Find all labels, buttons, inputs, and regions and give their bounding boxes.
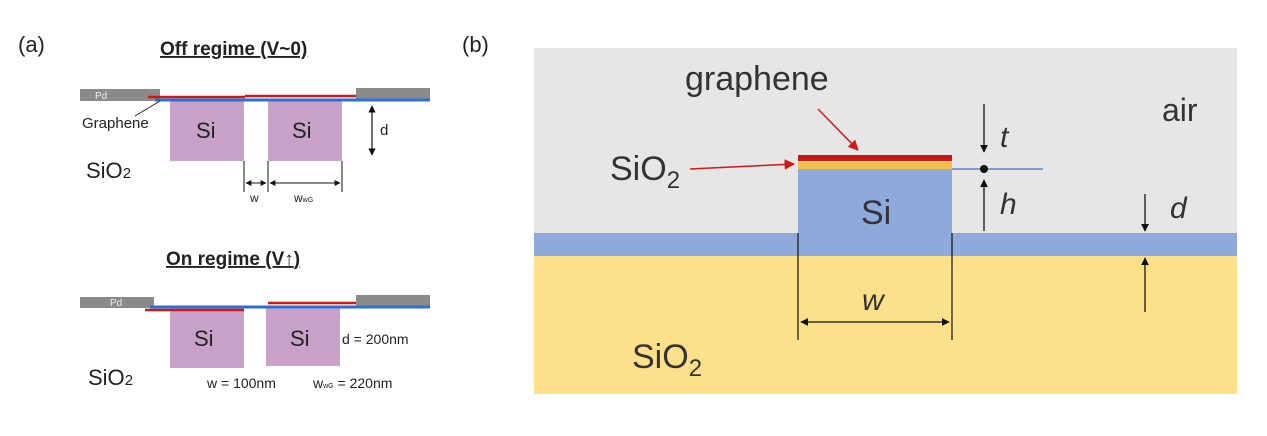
substrate-label: SiO2: [632, 338, 702, 382]
pd-left-label-on: Pd: [110, 298, 122, 309]
sio2-thin-layer: [798, 162, 952, 169]
graphene-pointer-b: [817, 108, 859, 151]
si-waveguide-right-on: [266, 306, 340, 366]
pd-left-contact: [80, 89, 160, 101]
d-label-b: d: [1170, 192, 1188, 225]
graphene-layer: [798, 155, 952, 161]
pd-right-contact: [356, 88, 430, 100]
on-regime-title: On regime (V↑): [166, 249, 300, 270]
air-label: air: [1162, 92, 1198, 128]
d-value-label: d = 200nm: [342, 331, 409, 347]
si-right-label-on: Si: [290, 326, 310, 351]
si-left-label-on: Si: [194, 326, 214, 351]
d-label: d: [380, 122, 388, 139]
si-left-label: Si: [196, 118, 216, 143]
reference-dot: [980, 165, 988, 173]
t-label: t: [1000, 121, 1010, 154]
sio2-label-b: SiO2: [610, 150, 680, 194]
w-label-b: w: [862, 284, 886, 317]
graphene-label: Graphene: [82, 115, 149, 132]
wwg-value-label: wwG = 220nm: [312, 375, 392, 391]
pd-right-contact-on: [356, 295, 430, 306]
wwg-label: wwG: [293, 191, 313, 205]
si-right-label: Si: [292, 118, 312, 143]
si-waveguide-left-on: [170, 308, 244, 368]
off-regime-title: Off regime (V~0): [160, 39, 307, 60]
w-value-label: w = 100nm: [206, 375, 276, 391]
si-slab-layer: [534, 233, 1237, 256]
h-label: h: [1000, 188, 1017, 221]
pd-left-label: Pd: [95, 91, 107, 102]
pd-left-contact-on: [80, 297, 154, 308]
graphene-label-b: graphene: [685, 60, 829, 98]
on-regime-diagram: On regime (V↑) Pd Si Si SiO2 d = 200nm w…: [80, 249, 430, 391]
up-arrow-icon: ↑: [284, 249, 294, 270]
panel-b-diagram: graphene SiO2 air Si t h d w SiO2: [534, 48, 1237, 394]
graphene-pointer: [134, 100, 161, 117]
si-waveguide-left: [170, 101, 244, 161]
sio2-off-label: SiO2: [86, 158, 131, 183]
panel-a-label: (a): [18, 32, 45, 57]
sio2-on-label: SiO2: [88, 365, 133, 390]
si-label-b: Si: [861, 194, 891, 232]
sio2-pointer-b: [689, 159, 796, 170]
w-label: w: [249, 191, 259, 205]
si-rib-waveguide: [798, 169, 952, 233]
panel-b-label: (b): [462, 32, 489, 57]
off-regime-diagram: Off regime (V~0) Pd Graphene Si Si SiO2 …: [80, 39, 430, 205]
si-waveguide-right: [268, 101, 342, 161]
